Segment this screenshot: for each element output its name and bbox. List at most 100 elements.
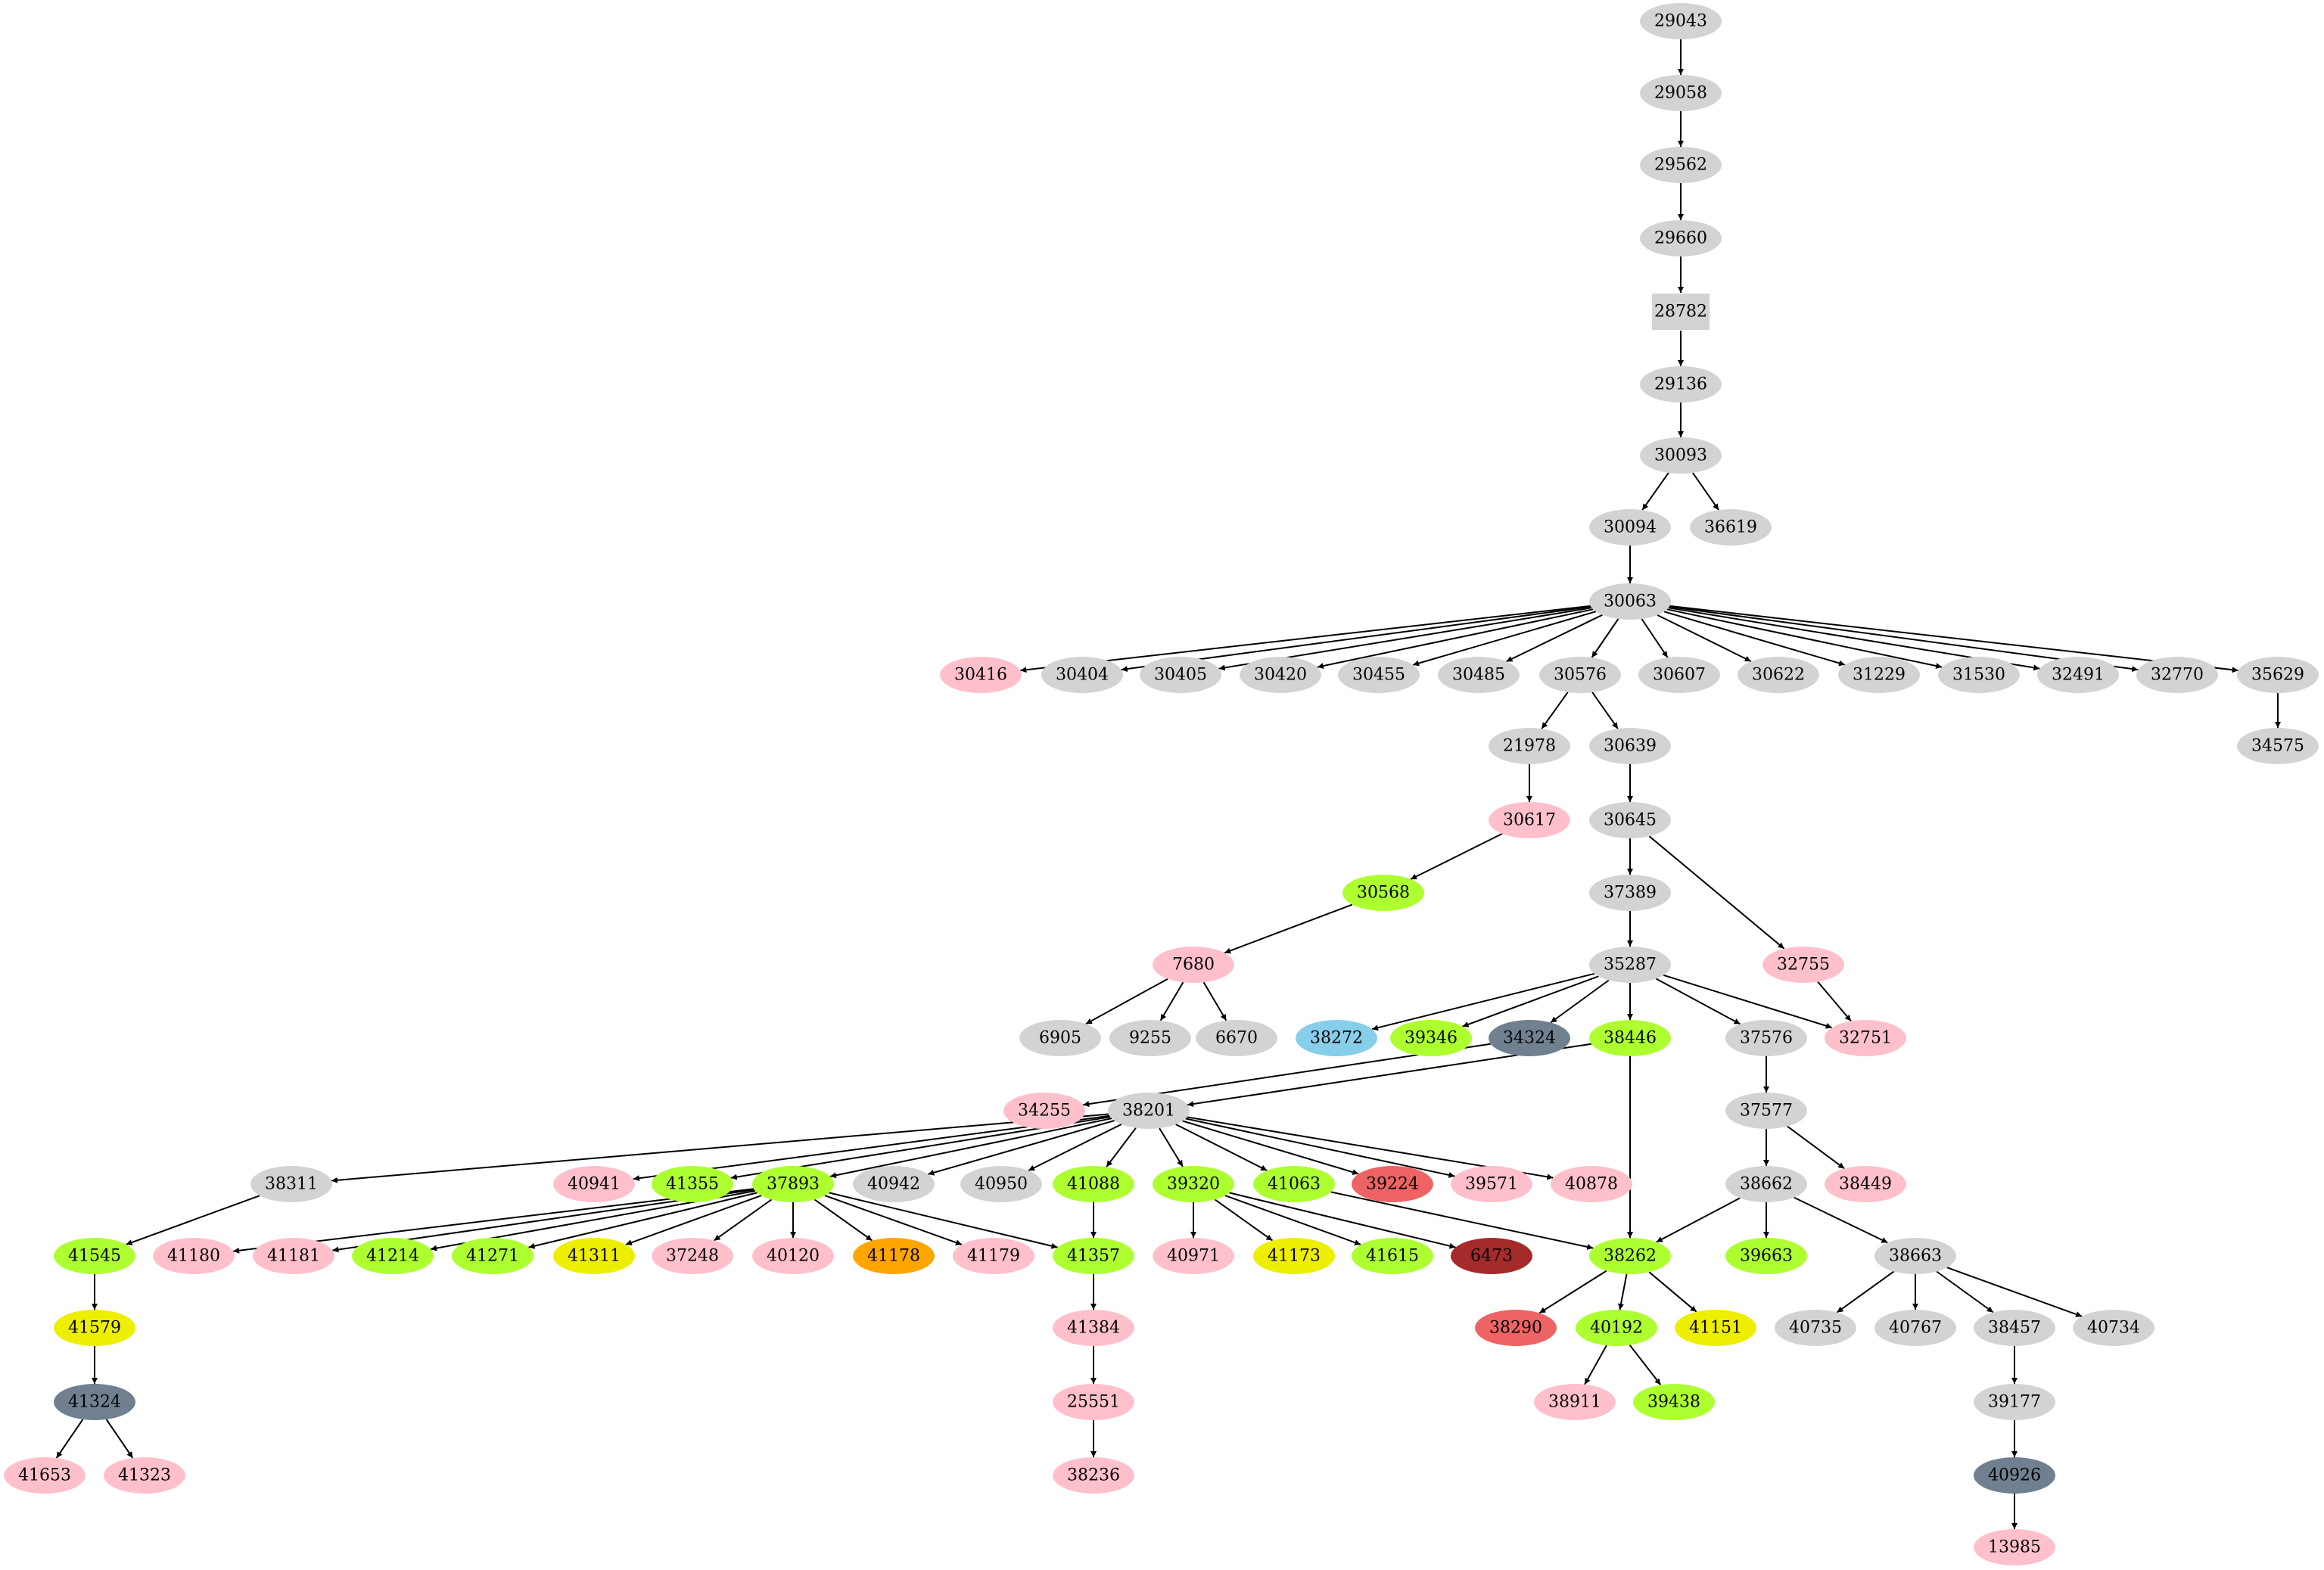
node-41178[interactable]: 41178 (853, 1238, 935, 1274)
node-38201[interactable]: 38201 (1108, 1093, 1190, 1129)
node-41323[interactable]: 41323 (104, 1457, 185, 1494)
node-37576[interactable]: 37576 (1725, 1020, 1807, 1056)
node-40942[interactable]: 40942 (853, 1166, 935, 1202)
node-32751[interactable]: 32751 (1825, 1020, 1906, 1056)
node-30568[interactable]: 30568 (1342, 875, 1424, 911)
node-38311[interactable]: 38311 (250, 1166, 332, 1202)
node-32491[interactable]: 32491 (2037, 657, 2119, 693)
node-41311[interactable]: 41311 (553, 1238, 635, 1274)
node-31530[interactable]: 31530 (1938, 657, 2020, 693)
node-32770[interactable]: 32770 (2136, 657, 2218, 693)
node-38290[interactable]: 38290 (1475, 1310, 1557, 1346)
node-41653[interactable]: 41653 (4, 1457, 86, 1494)
node-40950[interactable]: 40950 (960, 1166, 1042, 1202)
node-41324[interactable]: 41324 (54, 1384, 135, 1420)
node-41615[interactable]: 41615 (1352, 1238, 1433, 1274)
node-9255[interactable]: 9255 (1109, 1020, 1191, 1056)
node-39224[interactable]: 39224 (1352, 1166, 1433, 1202)
node-30645[interactable]: 30645 (1589, 802, 1671, 838)
node-7680[interactable]: 7680 (1153, 947, 1234, 983)
node-40734[interactable]: 40734 (2073, 1310, 2154, 1346)
node-41579[interactable]: 41579 (54, 1310, 135, 1346)
node-40767[interactable]: 40767 (1874, 1310, 1956, 1346)
node-31229[interactable]: 31229 (1838, 657, 1920, 693)
node-30485[interactable]: 30485 (1438, 657, 1520, 693)
node-29058[interactable]: 29058 (1640, 75, 1722, 111)
node-40926[interactable]: 40926 (1974, 1457, 2055, 1494)
node-41271[interactable]: 41271 (452, 1238, 534, 1274)
node-30576[interactable]: 30576 (1539, 657, 1621, 693)
node-41355[interactable]: 41355 (652, 1166, 733, 1202)
node-41357[interactable]: 41357 (1053, 1238, 1134, 1274)
node-41151[interactable]: 41151 (1675, 1310, 1756, 1346)
node-40192[interactable]: 40192 (1576, 1310, 1657, 1346)
node-6905[interactable]: 6905 (1019, 1020, 1101, 1056)
node-39346[interactable]: 39346 (1390, 1020, 1472, 1056)
node-39177[interactable]: 39177 (1974, 1384, 2055, 1420)
node-25551[interactable]: 25551 (1053, 1384, 1134, 1420)
node-38236[interactable]: 38236 (1053, 1457, 1134, 1494)
node-38449[interactable]: 38449 (1825, 1166, 1906, 1202)
edges-layer (55, 39, 2281, 1529)
node-41088[interactable]: 41088 (1053, 1166, 1134, 1202)
node-30622[interactable]: 30622 (1738, 657, 1819, 693)
node-30093[interactable]: 30093 (1640, 437, 1722, 474)
node-30455[interactable]: 30455 (1338, 657, 1420, 693)
node-34255[interactable]: 34255 (1003, 1093, 1085, 1129)
node-39438[interactable]: 39438 (1633, 1384, 1715, 1420)
node-35287[interactable]: 35287 (1589, 947, 1671, 983)
node-40735[interactable]: 40735 (1775, 1310, 1856, 1346)
node-40941[interactable]: 40941 (553, 1166, 635, 1202)
node-6670[interactable]: 6670 (1196, 1020, 1277, 1056)
node-ellipse (940, 657, 1022, 693)
node-41545[interactable]: 41545 (54, 1238, 135, 1274)
node-39571[interactable]: 39571 (1451, 1166, 1532, 1202)
node-ellipse (1974, 1457, 2055, 1494)
node-28782[interactable]: 28782 (1652, 294, 1710, 330)
node-38911[interactable]: 38911 (1534, 1384, 1616, 1420)
node-41384[interactable]: 41384 (1053, 1310, 1134, 1346)
node-30404[interactable]: 30404 (1041, 657, 1123, 693)
node-29562[interactable]: 29562 (1640, 147, 1722, 183)
node-41179[interactable]: 41179 (953, 1238, 1034, 1274)
node-13985[interactable]: 13985 (1974, 1529, 2055, 1565)
node-38662[interactable]: 38662 (1725, 1166, 1807, 1202)
node-30405[interactable]: 30405 (1140, 657, 1221, 693)
node-39663[interactable]: 39663 (1725, 1238, 1807, 1274)
node-30617[interactable]: 30617 (1489, 802, 1570, 838)
node-41214[interactable]: 41214 (352, 1238, 434, 1274)
node-30639[interactable]: 30639 (1589, 728, 1671, 764)
node-29043[interactable]: 29043 (1640, 3, 1722, 39)
node-37389[interactable]: 37389 (1589, 875, 1671, 911)
node-30420[interactable]: 30420 (1240, 657, 1321, 693)
node-38272[interactable]: 38272 (1296, 1020, 1377, 1056)
node-34324[interactable]: 34324 (1489, 1020, 1570, 1056)
node-30094[interactable]: 30094 (1589, 509, 1671, 546)
node-29660[interactable]: 29660 (1640, 220, 1722, 256)
node-29136[interactable]: 29136 (1640, 366, 1722, 403)
node-30607[interactable]: 30607 (1638, 657, 1720, 693)
node-37577[interactable]: 37577 (1725, 1093, 1807, 1129)
node-32755[interactable]: 32755 (1762, 947, 1844, 983)
node-38446[interactable]: 38446 (1589, 1020, 1671, 1056)
node-35629[interactable]: 35629 (2237, 657, 2319, 693)
node-37893[interactable]: 37893 (752, 1166, 834, 1202)
node-41063[interactable]: 41063 (1253, 1166, 1335, 1202)
node-40878[interactable]: 40878 (1551, 1166, 1632, 1202)
node-37248[interactable]: 37248 (652, 1238, 733, 1274)
node-30416[interactable]: 30416 (940, 657, 1022, 693)
node-38262[interactable]: 38262 (1589, 1238, 1671, 1274)
node-41181[interactable]: 41181 (253, 1238, 334, 1274)
node-39320[interactable]: 39320 (1153, 1166, 1234, 1202)
node-6473[interactable]: 6473 (1451, 1238, 1532, 1274)
node-41173[interactable]: 41173 (1253, 1238, 1335, 1274)
node-40120[interactable]: 40120 (752, 1238, 834, 1274)
node-30063[interactable]: 30063 (1589, 583, 1671, 620)
node-36619[interactable]: 36619 (1690, 509, 1772, 546)
node-34575[interactable]: 34575 (2237, 728, 2319, 764)
node-38457[interactable]: 38457 (1974, 1310, 2055, 1346)
node-38663[interactable]: 38663 (1874, 1238, 1956, 1274)
node-21978[interactable]: 21978 (1489, 728, 1570, 764)
node-41180[interactable]: 41180 (153, 1238, 235, 1274)
node-40971[interactable]: 40971 (1153, 1238, 1234, 1274)
